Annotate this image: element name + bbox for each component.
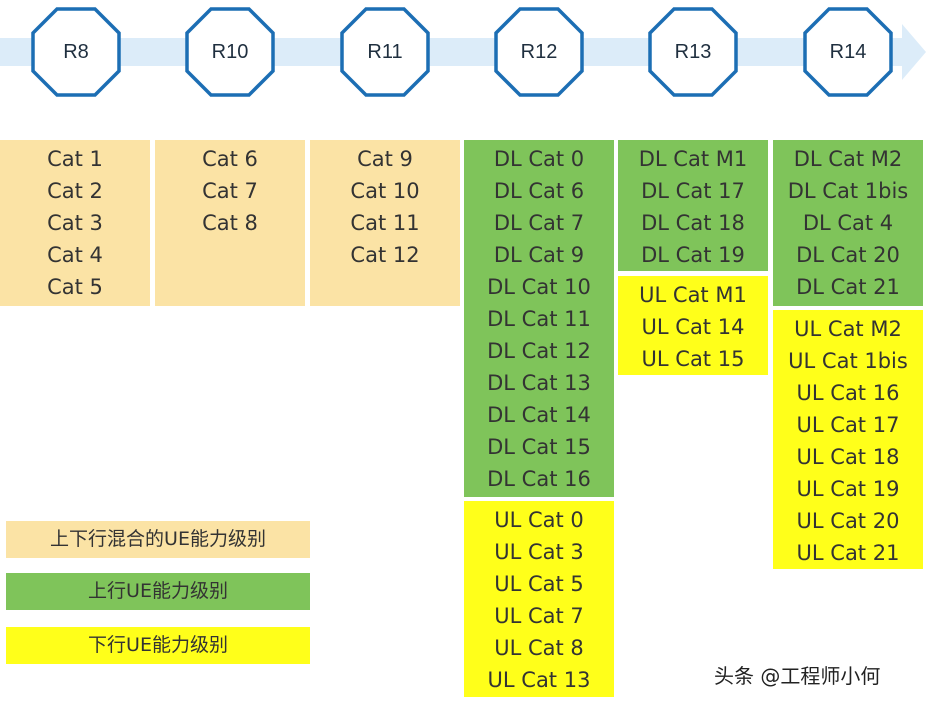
watermark: 头条 @工程师小何	[714, 664, 881, 688]
r13-ul-category-box: UL Cat M1 UL Cat 14 UL Cat 15	[618, 276, 768, 375]
category-item: DL Cat 4	[802, 211, 894, 235]
category-item: UL Cat 0	[494, 508, 584, 532]
category-item: Cat 4	[47, 243, 103, 267]
r14-dl-category-box: DL Cat M2 DL Cat 1bis DL Cat 4 DL Cat 20…	[773, 140, 923, 306]
category-item: DL Cat 12	[487, 339, 591, 363]
release-label: R8	[63, 41, 89, 63]
release-r8: R8	[30, 6, 122, 98]
release-r14: R14	[802, 6, 894, 98]
octagon-icon	[648, 7, 738, 97]
legend-mixed: 上下行混合的UE能力级别	[6, 521, 310, 558]
category-item: DL Cat 21	[796, 275, 900, 299]
category-item: Cat 10	[350, 179, 420, 203]
category-item: Cat 5	[47, 275, 103, 299]
category-item: UL Cat 16	[796, 381, 900, 405]
legend-ul: 下行UE能力级别	[6, 627, 310, 664]
timeline-arrow	[0, 24, 926, 80]
release-label: R11	[367, 41, 403, 63]
r12-dl-category-box: DL Cat 0 DL Cat 6 DL Cat 7 DL Cat 9 DL C…	[464, 140, 614, 497]
release-r12: R12	[493, 6, 585, 98]
category-item: UL Cat 8	[494, 636, 584, 660]
octagon-icon	[185, 7, 275, 97]
category-item: UL Cat M1	[639, 283, 747, 307]
category-item: DL Cat 20	[796, 243, 900, 267]
release-label: R10	[211, 41, 249, 63]
category-item: DL Cat 9	[493, 243, 585, 267]
category-item: DL Cat 18	[641, 211, 745, 235]
octagon-icon	[494, 7, 584, 97]
category-item: UL Cat 20	[796, 509, 900, 533]
release-label: R13	[674, 41, 712, 63]
octagon-icon	[31, 7, 121, 97]
category-item: DL Cat M1	[638, 147, 748, 171]
category-item: UL Cat 14	[641, 315, 745, 339]
category-item: UL Cat M2	[794, 317, 902, 341]
category-item: Cat 8	[202, 211, 258, 235]
category-item: Cat 7	[202, 179, 258, 203]
category-item: UL Cat 17	[796, 413, 900, 437]
category-item: DL Cat 17	[641, 179, 745, 203]
category-item: UL Cat 1bis	[788, 349, 908, 373]
category-item: UL Cat 7	[494, 604, 584, 628]
category-item: DL Cat 19	[641, 243, 745, 267]
category-item: DL Cat M2	[793, 147, 903, 171]
category-item: DL Cat 11	[487, 307, 591, 331]
r8-category-box: Cat 1 Cat 2 Cat 3 Cat 4 Cat 5	[0, 140, 150, 306]
release-label: R12	[520, 41, 558, 63]
release-r10: R10	[184, 6, 276, 98]
octagon-icon	[803, 7, 893, 97]
category-item: DL Cat 0	[493, 147, 585, 171]
category-item: UL Cat 13	[487, 668, 591, 692]
octagon-icon	[340, 7, 430, 97]
r12-ul-category-box: UL Cat 0 UL Cat 3 UL Cat 5 UL Cat 7 UL C…	[464, 501, 614, 697]
category-item: Cat 1	[47, 147, 103, 171]
category-item: Cat 6	[202, 147, 258, 171]
category-item: UL Cat 3	[494, 540, 584, 564]
category-item: Cat 3	[47, 211, 103, 235]
category-item: UL Cat 19	[796, 477, 900, 501]
category-item: DL Cat 10	[487, 275, 591, 299]
legend-dl: 上行UE能力级别	[6, 573, 310, 610]
category-item: UL Cat 21	[796, 541, 900, 565]
category-item: DL Cat 13	[487, 371, 591, 395]
category-item: Cat 12	[350, 243, 420, 267]
release-r11: R11	[339, 6, 431, 98]
category-item: DL Cat 15	[487, 435, 591, 459]
r13-dl-category-box: DL Cat M1 DL Cat 17 DL Cat 18 DL Cat 19	[618, 140, 768, 271]
category-item: UL Cat 5	[494, 572, 584, 596]
r11-category-box: Cat 9 Cat 10 Cat 11 Cat 12	[310, 140, 460, 306]
release-r13: R13	[647, 6, 739, 98]
release-label: R14	[829, 41, 867, 63]
category-item: DL Cat 14	[487, 403, 591, 427]
category-item: Cat 2	[47, 179, 103, 203]
category-item: UL Cat 15	[641, 347, 745, 371]
category-item: Cat 9	[357, 147, 413, 171]
category-item: DL Cat 6	[493, 179, 585, 203]
category-item: DL Cat 16	[487, 467, 591, 491]
category-item: UL Cat 18	[796, 445, 900, 469]
category-item: DL Cat 7	[493, 211, 585, 235]
category-item: DL Cat 1bis	[787, 179, 909, 203]
r14-ul-category-box: UL Cat M2 UL Cat 1bis UL Cat 16 UL Cat 1…	[773, 310, 923, 569]
category-item: Cat 11	[350, 211, 420, 235]
r10-category-box: Cat 6 Cat 7 Cat 8	[155, 140, 305, 306]
